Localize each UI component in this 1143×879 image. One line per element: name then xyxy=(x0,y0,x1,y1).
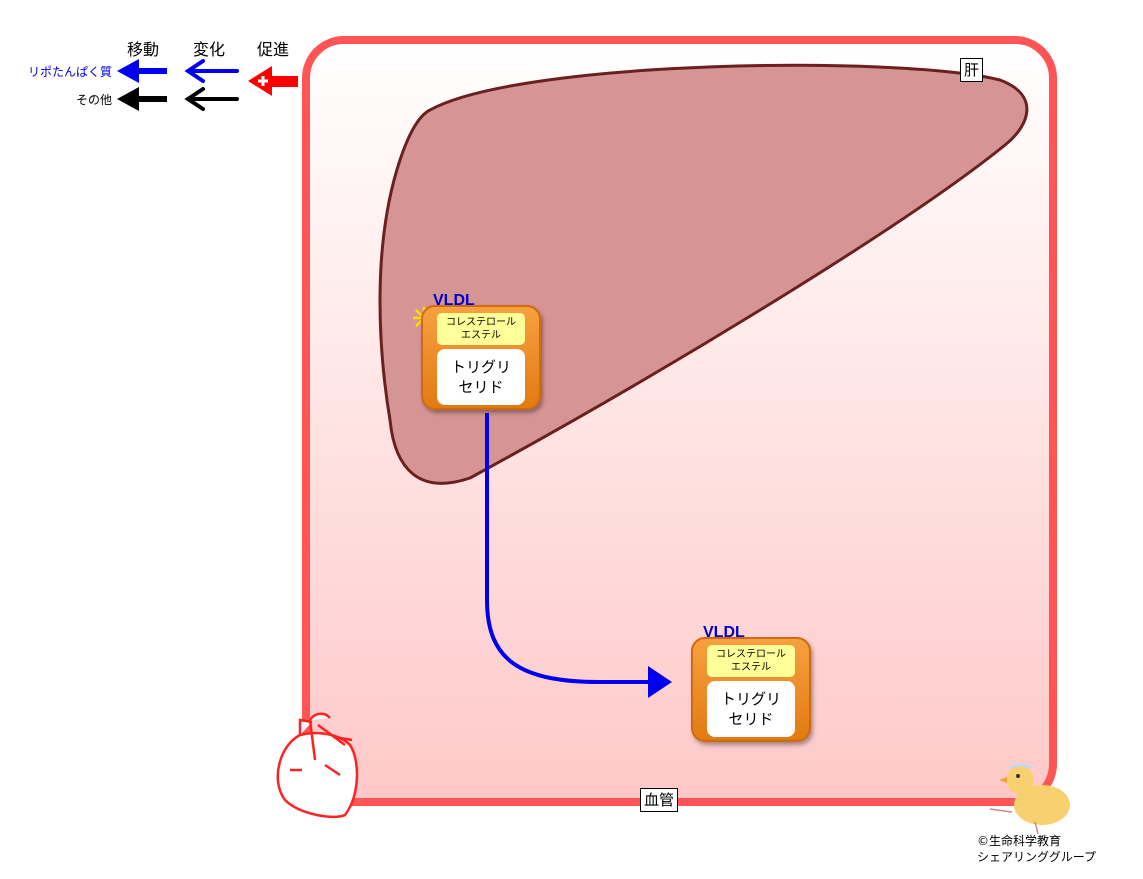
legend-header-promote: 促進 xyxy=(257,40,290,59)
legend-label-other: その他 xyxy=(75,93,112,107)
change-arrow-black-icon xyxy=(184,87,239,111)
copyright-credit: ©生命科学教育 シェアリンググループ xyxy=(977,833,1096,865)
vldl-label-blood: VLDL xyxy=(703,624,745,641)
cholesteryl-ester-core: コレステロール エステル xyxy=(707,645,795,677)
liver-shape xyxy=(378,63,1029,485)
vldl-label-liver: VLDL xyxy=(433,292,475,309)
credit-line-2: シェアリンググループ xyxy=(977,850,1097,864)
triglyceride-core: トリグリ セリド xyxy=(437,349,525,405)
legend-label-lipoprotein: リポたんぱく質 xyxy=(27,65,112,79)
change-arrow-blue-icon xyxy=(184,59,239,83)
move-arrow-blue-icon xyxy=(117,59,167,83)
vldl-movement-arrow xyxy=(485,413,672,698)
move-arrow-black-icon xyxy=(117,87,167,111)
heart-icon xyxy=(276,712,359,819)
chick-mascot-icon xyxy=(989,763,1070,835)
vldl-particle-blood: コレステロール エステル トリグリ セリド xyxy=(691,637,811,742)
liver-label: 肝 xyxy=(960,58,984,82)
legend-header-change: 変化 xyxy=(193,40,226,59)
credit-line-1: ©生命科学教育 xyxy=(977,834,1062,848)
promote-arrow-icon xyxy=(248,66,298,96)
legend-header-move: 移動 xyxy=(127,40,160,59)
vldl-particle-liver: コレステロール エステル トリグリ セリド xyxy=(421,305,541,410)
cholesteryl-ester-core: コレステロール エステル xyxy=(437,313,525,345)
blood-vessel-label: 血管 xyxy=(640,788,679,812)
triglyceride-core: トリグリ セリド xyxy=(707,681,795,737)
